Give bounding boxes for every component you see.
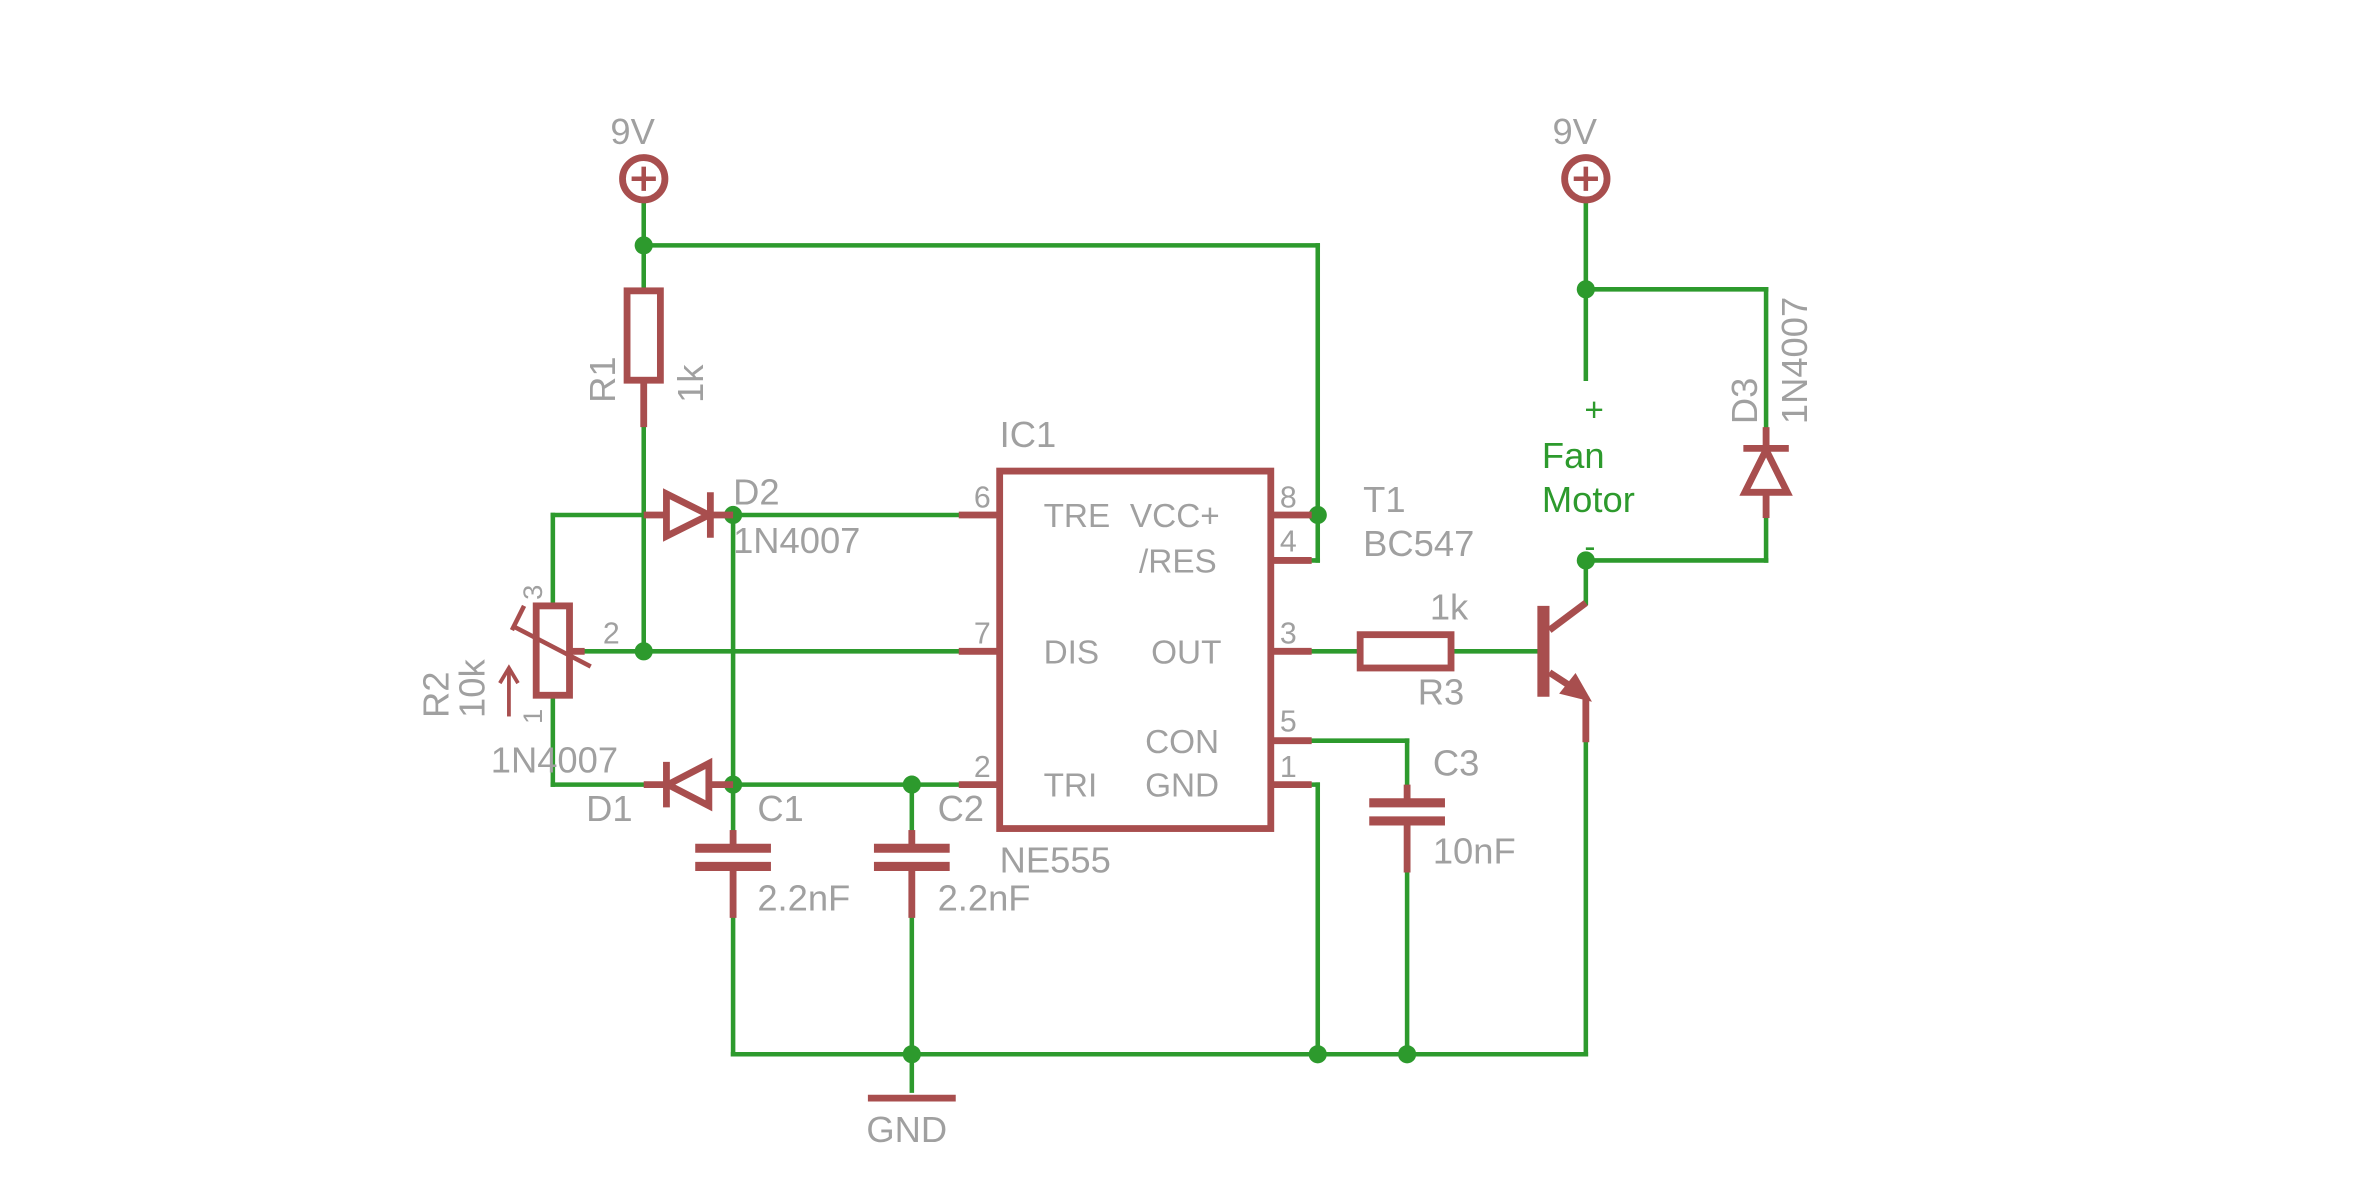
c1-capacitor-symbol [695, 830, 771, 918]
d2-name: D2 [733, 471, 779, 512]
ic1-pin8-number: 8 [1280, 481, 1297, 514]
c2-name: C2 [938, 788, 984, 829]
c2-value: 2.2nF [938, 877, 1031, 918]
c3-capacitor-symbol [1369, 784, 1445, 873]
t1-value: BC547 [1363, 523, 1474, 564]
ic1-pin2-label: TRI [1044, 768, 1098, 805]
r2-pin3-number: 3 [517, 585, 548, 600]
d3-diode-symbol [1739, 427, 1793, 519]
ic1-pin6-number: 6 [974, 481, 991, 514]
supply-left-label: 9V [610, 111, 655, 152]
d1-diode-symbol [643, 757, 734, 812]
motor-label-line1: Fan [1542, 435, 1605, 476]
ground-label: GND [866, 1109, 947, 1150]
c3-name: C3 [1433, 743, 1479, 784]
ic1-pin7-number: 7 [974, 618, 991, 651]
ic1-pin4-number: 4 [1280, 525, 1297, 558]
r3-name: R3 [1418, 671, 1464, 712]
ic1-pin1-label: GND [1145, 768, 1219, 805]
r3-value: 1k [1430, 587, 1469, 628]
d3-value: 1N4007 [1774, 297, 1815, 424]
ic1-name: IC1 [1000, 414, 1057, 455]
d1-value: 1N4007 [491, 740, 618, 781]
ic1-pin5-number: 5 [1280, 706, 1297, 739]
ic1-pin3-label: OUT [1151, 634, 1221, 671]
ic1-pin8-label: VCC+ [1130, 498, 1220, 535]
r3-resistor-symbol [1356, 631, 1455, 672]
motor-plus-label: + [1584, 392, 1603, 429]
c3-value: 10nF [1433, 830, 1516, 871]
supply-right-symbol [1561, 154, 1611, 204]
ic1-pin1-number: 1 [1280, 751, 1297, 784]
d2-value: 1N4007 [733, 520, 860, 561]
motor-label-line2: Motor [1542, 479, 1635, 520]
c1-name: C1 [757, 788, 803, 829]
r1-resistor-symbol [623, 287, 664, 384]
c1-value: 2.2nF [757, 877, 850, 918]
t1-transistor-symbol [1537, 600, 1592, 743]
motor-minus-label: - [1584, 528, 1595, 565]
ic1-pin7-label: DIS [1044, 634, 1100, 671]
ic1-pin3-number: 3 [1280, 618, 1297, 651]
junctions [634, 236, 1595, 1064]
ic1-pin2-number: 2 [974, 751, 991, 784]
ic1-value: NE555 [1000, 839, 1111, 880]
d2-diode-symbol [643, 488, 734, 542]
d1-name: D1 [586, 788, 632, 829]
ic1-ne555-chip [958, 467, 1312, 832]
r2-pin1-number: 1 [517, 709, 548, 724]
ic1-pin5-label: CON [1145, 724, 1219, 761]
d3-name: D3 [1724, 378, 1765, 424]
r1-name: R1 [582, 356, 623, 402]
r2-name: R2 [415, 672, 456, 718]
r1-value: 1k [670, 364, 711, 403]
r2-wiper-arrow-icon [498, 664, 520, 717]
ic1-pin6-label: TRE [1044, 498, 1111, 535]
r2-pin2-number: 2 [603, 618, 620, 651]
c2-capacitor-symbol [873, 830, 950, 918]
ic1-pin4-label: /RES [1139, 544, 1217, 581]
supply-right-label: 9V [1553, 111, 1598, 152]
r2-value: 10k [452, 659, 493, 718]
t1-name: T1 [1363, 479, 1405, 520]
supply-left-symbol [619, 154, 669, 204]
